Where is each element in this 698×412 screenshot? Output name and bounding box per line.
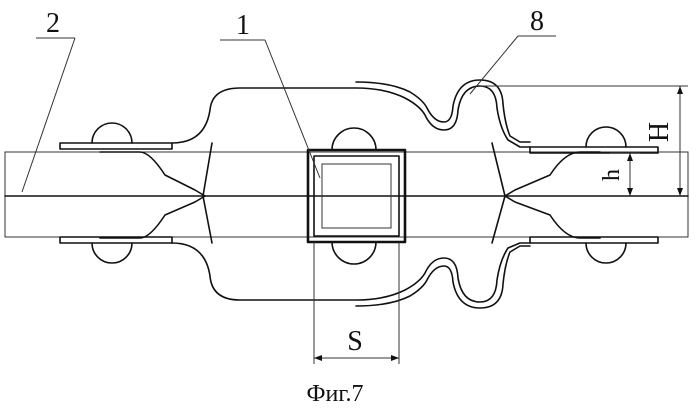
dim-h-large-label: H (644, 122, 675, 142)
left-taper (100, 152, 205, 238)
label-part-1: 1 (236, 10, 250, 41)
leader-1: 1 (220, 10, 320, 178)
dim-h-small-label: h (599, 169, 625, 181)
leader-2: 2 (22, 8, 75, 192)
housing-body (172, 80, 530, 308)
right-taper (505, 152, 600, 238)
left-pins (60, 123, 172, 263)
right-pins (530, 127, 658, 263)
label-part-2: 2 (46, 8, 60, 39)
dimension-h-small: h (599, 153, 640, 196)
part-2-outline (5, 152, 688, 237)
label-part-8: 8 (530, 6, 544, 37)
figure-caption: Фиг.7 (307, 381, 364, 407)
dim-s-label: S (347, 326, 363, 357)
